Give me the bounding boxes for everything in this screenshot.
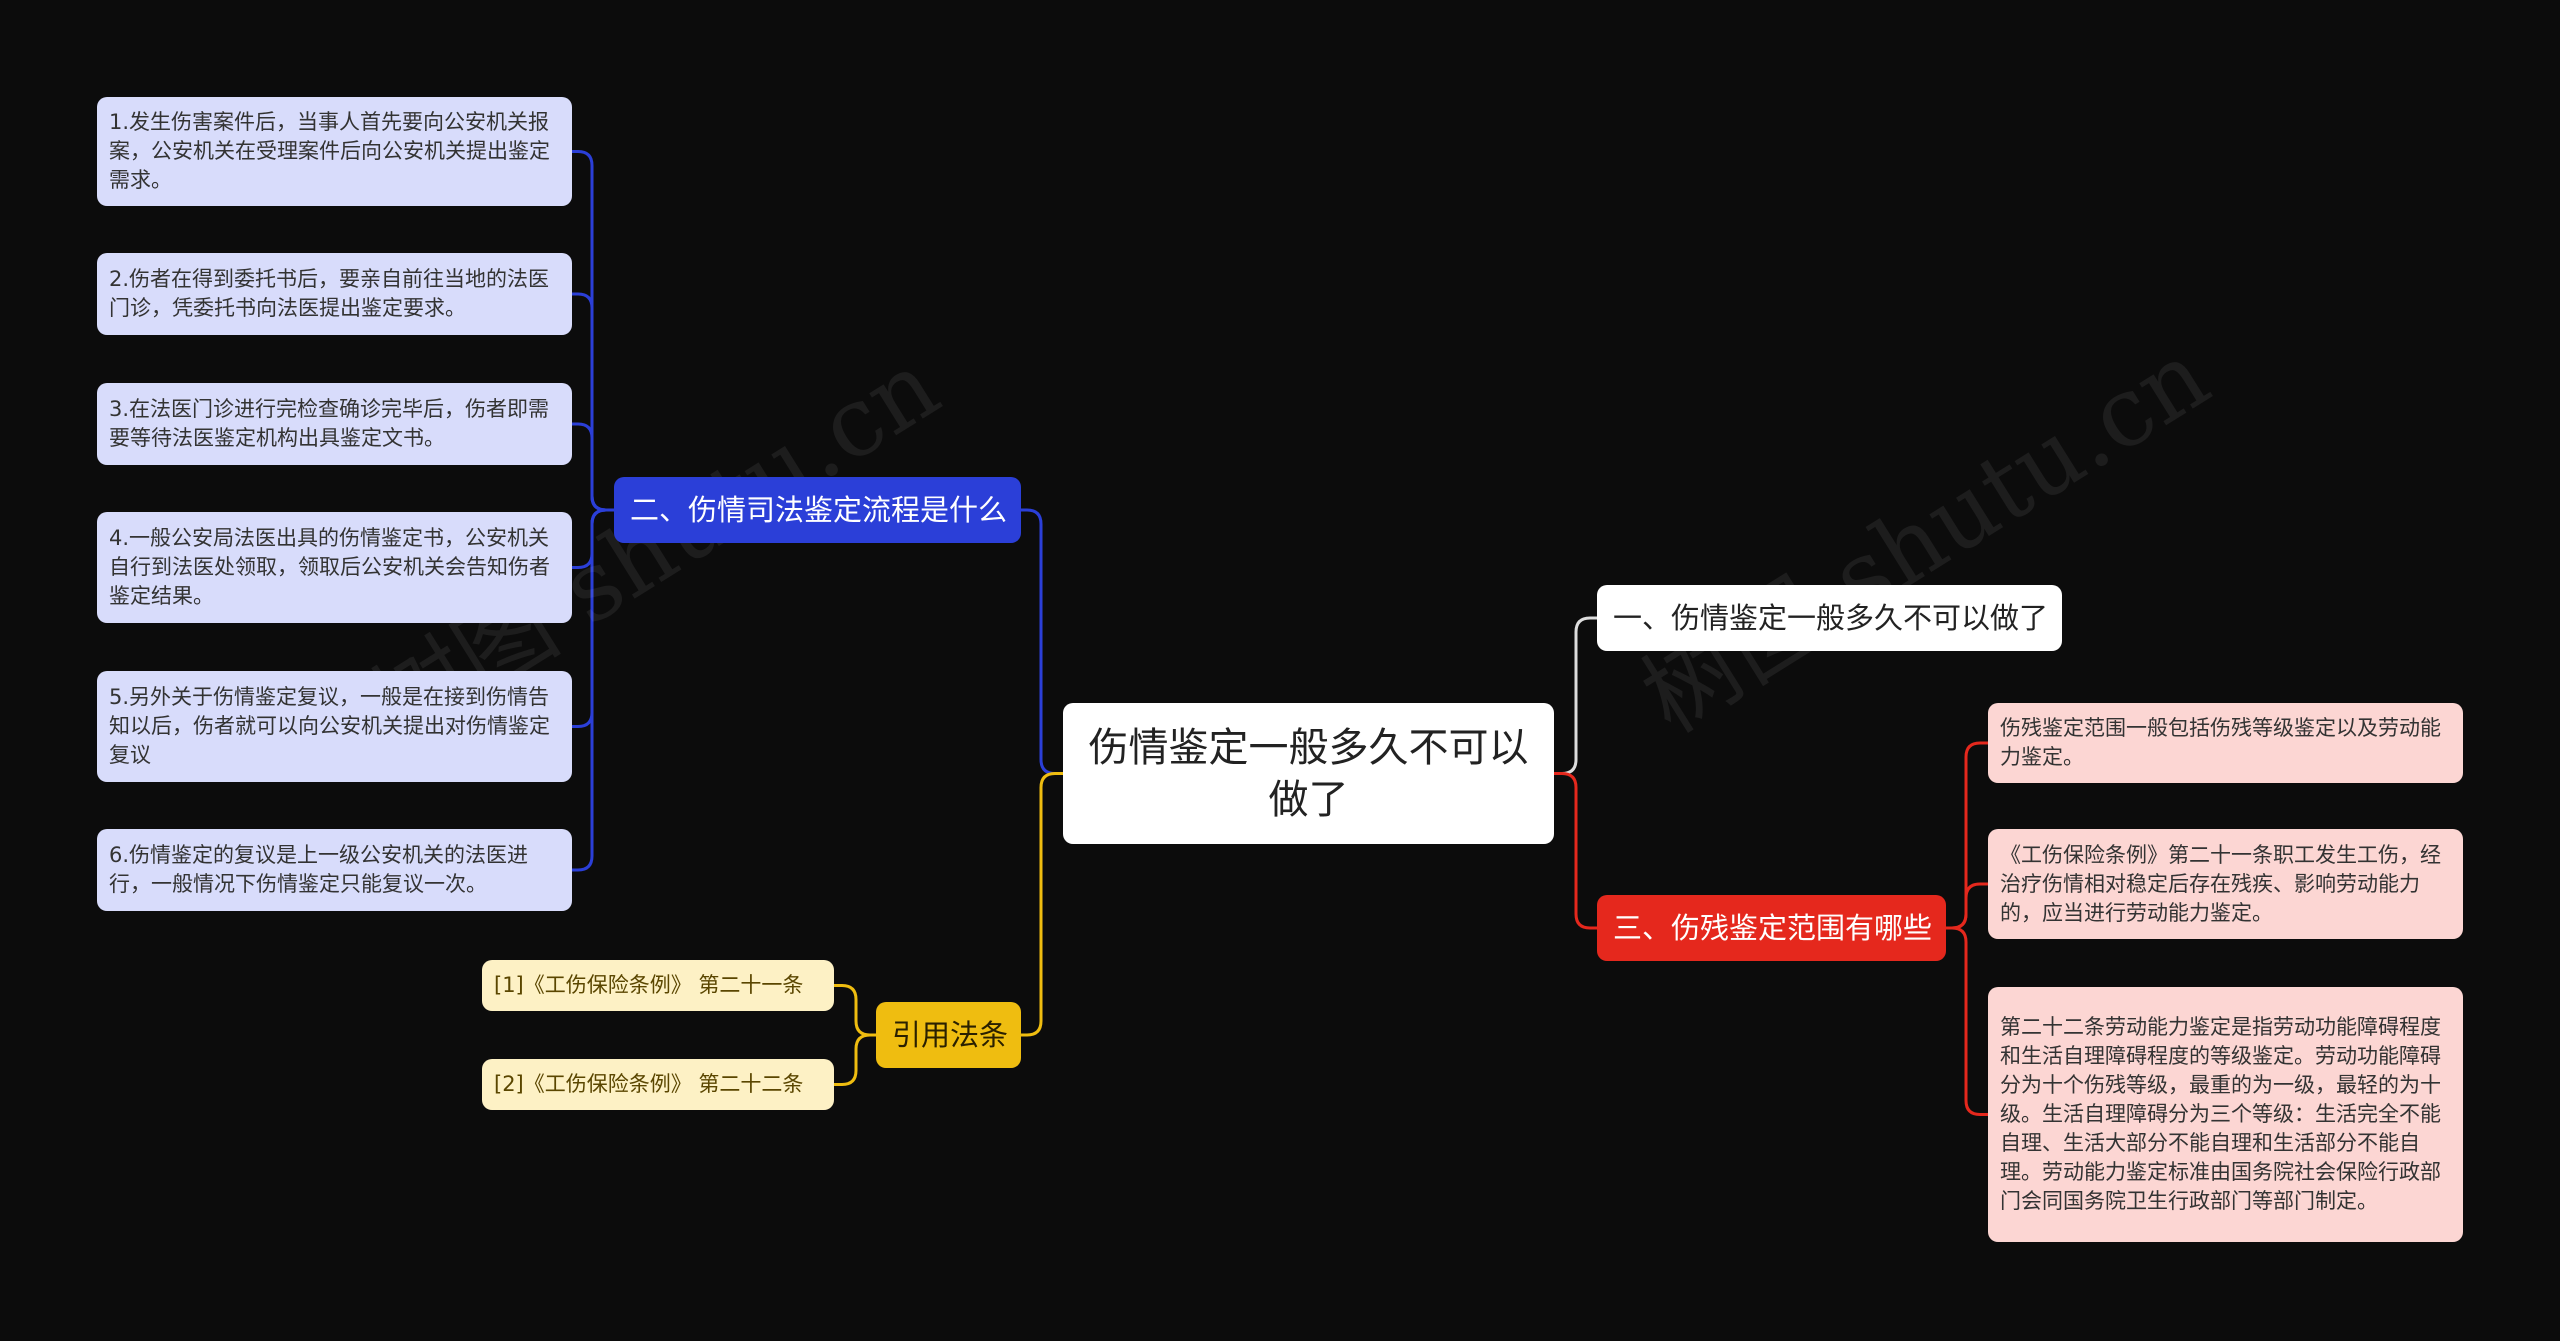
branch-node-two-label: 二、伤情司法鉴定流程是什么 <box>630 493 1008 527</box>
leaf-node-three-2[interactable]: 《工伤保险条例》第二十一条职工发生工伤，经治疗伤情相对稳定后存在残疾、影响劳动能… <box>1988 829 2463 939</box>
connector-two-1 <box>572 150 614 512</box>
branch-node-one-label: 一、伤情鉴定一般多久不可以做了 <box>1613 601 2049 635</box>
leaf-node-three-3-text: 第二十二条劳动能力鉴定是指劳动功能障碍程度和生活自理障碍程度的等级鉴定。劳动功能… <box>2000 1015 2441 1213</box>
branch-node-three[interactable]: 三、伤残鉴定范围有哪些 <box>1597 895 1946 961</box>
branch-node-law-label: 引用法条 <box>892 1018 1009 1052</box>
leaf-node-two-2[interactable]: 2.伤者在得到委托书后，要亲自前往当地的法医门诊，凭委托书向法医提出鉴定要求。 <box>97 253 572 335</box>
connector-two-3 <box>572 422 614 512</box>
connector-law-2 <box>834 1033 876 1086</box>
leaf-node-two-5[interactable]: 5.另外关于伤情鉴定复议，一般是在接到伤情告知以后，伤者就可以向公安机关提出对伤… <box>97 671 572 782</box>
connector-three-2 <box>1946 882 1988 930</box>
leaf-node-two-6-text: 6.伤情鉴定的复议是上一级公安机关的法医进行，一般情况下伤情鉴定只能复议一次。 <box>109 843 529 896</box>
connector-root-one <box>1554 616 1597 775</box>
leaf-node-law-2-text: [2]《工伤保险条例》 第二十二条 <box>494 1072 804 1096</box>
leaf-node-two-5-text: 5.另外关于伤情鉴定复议，一般是在接到伤情告知以后，伤者就可以向公安机关提出对伤… <box>109 685 550 767</box>
leaf-node-two-3[interactable]: 3.在法医门诊进行完检查确诊完毕后，伤者即需要等待法医鉴定机构出具鉴定文书。 <box>97 383 572 465</box>
connector-two-6 <box>572 508 614 872</box>
connector-root-three <box>1554 772 1597 930</box>
branch-node-three-label: 三、伤残鉴定范围有哪些 <box>1613 911 1933 945</box>
leaf-node-three-1[interactable]: 伤残鉴定范围一般包括伤残等级鉴定以及劳动能力鉴定。 <box>1988 703 2463 783</box>
leaf-node-two-2-text: 2.伤者在得到委托书后，要亲自前往当地的法医门诊，凭委托书向法医提出鉴定要求。 <box>109 267 550 320</box>
leaf-node-three-3[interactable]: 第二十二条劳动能力鉴定是指劳动功能障碍程度和生活自理障碍程度的等级鉴定。劳动功能… <box>1988 987 2463 1242</box>
leaf-node-two-3-text: 3.在法医门诊进行完检查确诊完毕后，伤者即需要等待法医鉴定机构出具鉴定文书。 <box>109 397 550 450</box>
leaf-node-two-4[interactable]: 4.一般公安局法医出具的伤情鉴定书，公安机关自行到法医处领取，领取后公安机关会告… <box>97 512 572 623</box>
root-node-label: 伤情鉴定一般多久不可以做了 <box>1088 724 1529 823</box>
connector-two-5 <box>572 508 614 728</box>
leaf-node-three-2-text: 《工伤保险条例》第二十一条职工发生工伤，经治疗伤情相对稳定后存在残疾、影响劳动能… <box>2000 842 2441 925</box>
root-node[interactable]: 伤情鉴定一般多久不可以做了 <box>1063 703 1554 844</box>
connector-two-2 <box>572 292 614 512</box>
leaf-node-three-1-text: 伤残鉴定范围一般包括伤残等级鉴定以及劳动能力鉴定。 <box>2000 716 2441 769</box>
leaf-node-two-4-text: 4.一般公安局法医出具的伤情鉴定书，公安机关自行到法医处领取，领取后公安机关会告… <box>109 526 550 608</box>
leaf-node-two-6[interactable]: 6.伤情鉴定的复议是上一级公安机关的法医进行，一般情况下伤情鉴定只能复议一次。 <box>97 829 572 911</box>
connector-law-1 <box>834 984 876 1037</box>
branch-node-two[interactable]: 二、伤情司法鉴定流程是什么 <box>614 477 1021 543</box>
leaf-node-two-1-text: 1.发生伤害案件后，当事人首先要向公安机关报案，公安机关在受理案件后向公安机关提… <box>109 110 550 192</box>
leaf-node-law-1[interactable]: [1]《工伤保险条例》 第二十一条 <box>482 960 834 1011</box>
connector-three-1 <box>1946 741 1988 930</box>
leaf-node-law-2[interactable]: [2]《工伤保险条例》 第二十二条 <box>482 1059 834 1110</box>
branch-node-one[interactable]: 一、伤情鉴定一般多久不可以做了 <box>1597 585 2062 651</box>
leaf-node-law-1-text: [1]《工伤保险条例》 第二十一条 <box>494 973 804 997</box>
leaf-node-two-1[interactable]: 1.发生伤害案件后，当事人首先要向公安机关报案，公安机关在受理案件后向公安机关提… <box>97 97 572 206</box>
connector-three-3 <box>1946 926 1988 1116</box>
watermark-right: 树图 shutu.cn <box>1623 319 2228 755</box>
connector-root-law <box>1021 772 1063 1037</box>
branch-node-law[interactable]: 引用法条 <box>876 1002 1021 1068</box>
connector-root-two <box>1021 508 1063 775</box>
connector-two-4 <box>572 508 614 569</box>
